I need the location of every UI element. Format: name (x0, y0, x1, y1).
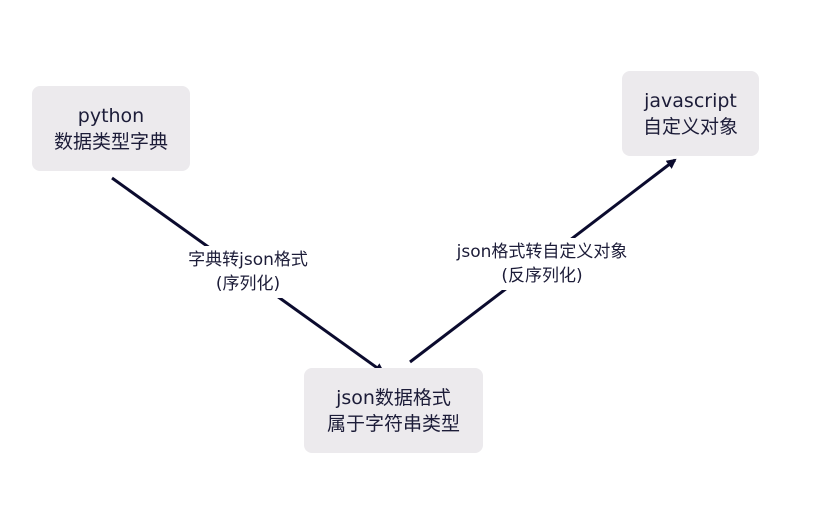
node-python-title: python (77, 104, 145, 127)
node-javascript-object: javascript 自定义对象 (622, 71, 759, 156)
edge-label-serialize: 字典转json格式 (序列化) (172, 246, 324, 298)
node-python-dict: python 数据类型字典 (32, 86, 190, 171)
edge-label-serialize-line2: (序列化) (215, 274, 281, 294)
node-javascript-subtitle: 自定义对象 (642, 115, 738, 138)
node-python-subtitle: 数据类型字典 (53, 130, 168, 153)
edge-label-deserialize-line2: (反序列化) (501, 266, 583, 286)
node-json-subtitle: 属于字符串类型 (326, 412, 460, 435)
node-json-string: json数据格式 属于字符串类型 (304, 368, 483, 453)
edge-label-deserialize: json格式转自定义对象 (反序列化) (438, 238, 646, 290)
node-javascript-title: javascript (644, 89, 737, 112)
edge-label-deserialize-line1: json格式转自定义对象 (456, 242, 628, 262)
edge-label-serialize-line1: 字典转json格式 (188, 250, 308, 270)
node-json-title: json数据格式 (336, 386, 451, 409)
